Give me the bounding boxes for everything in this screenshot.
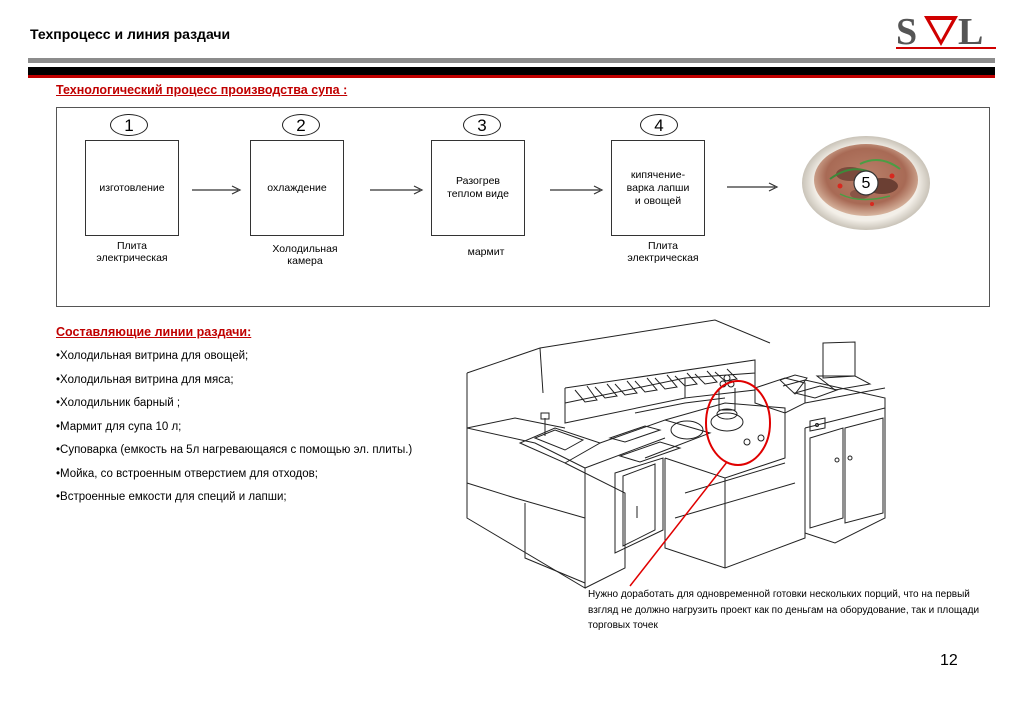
arrow-icon xyxy=(727,182,779,192)
process-diagram-frame xyxy=(56,107,990,307)
list-item: •Холодильная витрина для овощей; xyxy=(56,350,249,362)
arrow-icon xyxy=(192,185,242,195)
step-5-number: 5 xyxy=(861,175,871,192)
page-number: 12 xyxy=(940,652,958,669)
note-text: Нужно доработать для одновременной готов… xyxy=(588,589,980,631)
svg-text:S: S xyxy=(896,11,917,50)
list-item: •Мармит для супа 10 л; xyxy=(56,420,182,433)
step-3-number: 3 xyxy=(463,114,501,136)
step-2-label: охлаждение xyxy=(267,181,327,194)
list-item: •Мойка, со встроенным отверстием для отх… xyxy=(56,467,318,480)
step-4-number: 4 xyxy=(640,114,678,136)
list-item: •Суповарка (емкость на 5л нагревающаяся … xyxy=(56,444,413,456)
line-section-title: Составляющие линии раздачи: xyxy=(56,325,252,339)
svl-logo: S L xyxy=(896,11,996,50)
step-2-box: охлаждение xyxy=(250,140,344,236)
soup-bowl-image xyxy=(802,136,930,230)
svg-text:L: L xyxy=(958,11,983,50)
step-1-caption: Плита электрическая xyxy=(96,240,168,264)
step-1-number: 1 xyxy=(110,114,148,136)
arrow-icon xyxy=(370,185,424,195)
slide-title: Техпроцесс и линия раздачи xyxy=(30,26,231,42)
step-3-box: Разогрев теплом виде xyxy=(431,140,525,236)
header-divider-red xyxy=(28,75,995,78)
line-components-list: •Холодильная витрина для овощей; •Холоди… xyxy=(56,345,436,510)
list-item: •Холодильная витрина для мяса; xyxy=(56,373,234,386)
process-section-title: Технологический процесс производства суп… xyxy=(56,83,348,97)
arrow-icon xyxy=(550,185,604,195)
step-4-label: кипячение- варка лапши и овощей xyxy=(626,168,690,207)
header-divider-gray xyxy=(28,58,995,63)
list-item: •Встроенные емкости для специй и лапши; xyxy=(56,491,287,503)
step-1-box: изготовление xyxy=(85,140,179,236)
header-divider-black xyxy=(28,67,995,75)
list-item: •Холодильник барный ; xyxy=(56,397,181,409)
step-1-label: изготовление xyxy=(99,181,165,194)
step-2-number: 2 xyxy=(282,114,320,136)
step-4-caption: Плита электрическая xyxy=(627,240,699,264)
step-4-box: кипячение- варка лапши и овощей xyxy=(611,140,705,236)
step-3-label: Разогрев теплом виде xyxy=(447,175,509,200)
serving-line-drawing xyxy=(466,319,886,589)
step-2-caption: Холодильная камера xyxy=(272,243,338,267)
step-3-caption: мармит xyxy=(467,246,505,258)
